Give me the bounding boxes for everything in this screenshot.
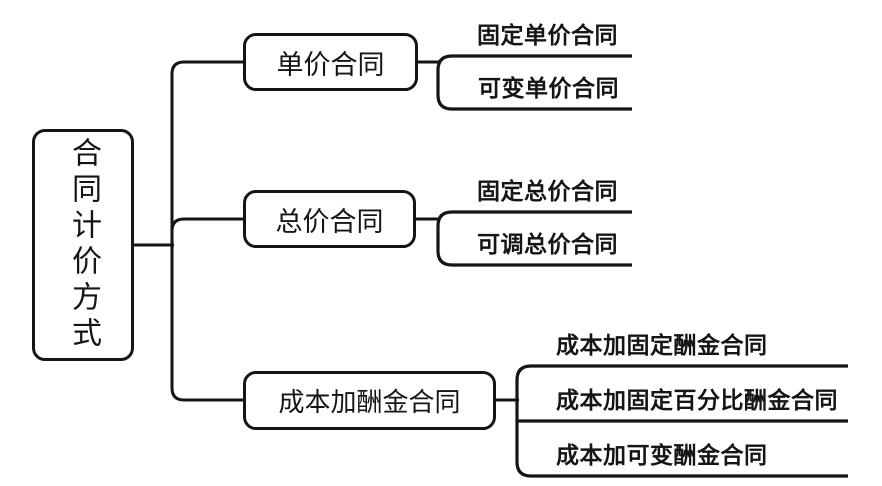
root-node-label: 合同计价方式 (67, 137, 100, 353)
branch1-children-bracket (436, 54, 632, 111)
branch-node-label: 总价合同 (275, 206, 384, 237)
branch3-connector (170, 245, 244, 402)
branch-node-unit-price-contract: 单价合同 (243, 33, 418, 91)
leaf-fixed-unit-price-contract: 固定单价合同 (477, 22, 618, 48)
branch2-children-bracket (436, 210, 632, 267)
branch-node-lump-sum-contract: 总价合同 (243, 190, 416, 248)
leaf-cost-plus-fixed-percentage-fee-contract: 成本加固定百分比酬金合同 (556, 387, 838, 413)
branch-node-label: 单价合同 (276, 49, 385, 80)
branch-node-label: 成本加酬金合同 (278, 388, 461, 417)
branch2-connector (170, 217, 244, 245)
root-node-contract-pricing-method: 合同计价方式 (32, 129, 134, 361)
branch-node-cost-plus-fee-contract: 成本加酬金合同 (243, 371, 496, 430)
branch1-connector (170, 60, 244, 245)
leaf-variable-unit-price-contract: 可变单价合同 (478, 75, 619, 101)
leaf-cost-plus-fixed-fee-contract: 成本加固定酬金合同 (556, 332, 768, 358)
leaf-adjustable-lump-sum-contract: 可调总价合同 (477, 231, 618, 257)
leaf-fixed-lump-sum-contract: 固定总价合同 (477, 178, 618, 204)
leaf-cost-plus-variable-fee-contract: 成本加可变酬金合同 (556, 442, 768, 468)
